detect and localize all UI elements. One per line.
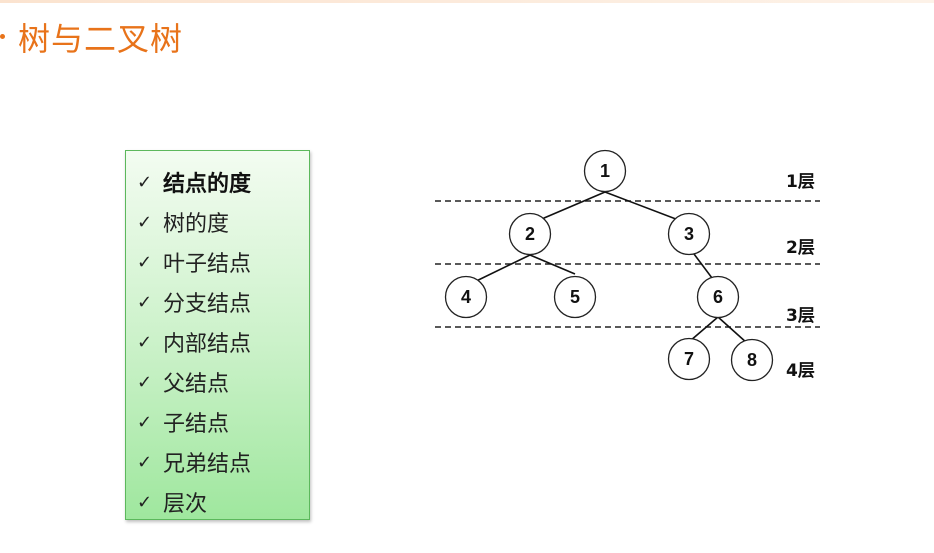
term-label: 父结点 (163, 372, 230, 397)
term-item: ✓ 叶子结点 (126, 242, 309, 282)
term-item: ✓ 内部结点 (126, 322, 309, 362)
checkmark-icon: ✓ (137, 291, 153, 313)
node-label: 8 (747, 350, 757, 370)
top-accent-line (0, 0, 934, 3)
tree-node: 4 (444, 275, 488, 319)
tree-node: 6 (696, 275, 740, 319)
term-item: ✓ 父结点 (126, 362, 309, 402)
node-label: 4 (461, 287, 471, 307)
term-label: 内部结点 (163, 332, 252, 357)
title-bullet-icon (0, 34, 5, 39)
slide-title: 树与二叉树 (18, 20, 184, 58)
level-label: 4层 (786, 361, 815, 381)
checkmark-icon: ✓ (137, 371, 153, 393)
tree-edge (693, 253, 713, 279)
level-label: 3层 (786, 306, 815, 326)
checkmark-icon: ✓ (137, 251, 153, 273)
checkmark-icon: ✓ (137, 211, 153, 233)
node-label: 7 (684, 349, 694, 369)
level-label: 2层 (786, 238, 815, 258)
term-item: ✓ 结点的度 (126, 162, 309, 202)
term-label: 结点的度 (163, 172, 252, 197)
tree-node: 7 (667, 337, 711, 381)
term-label: 树的度 (163, 212, 230, 237)
checkmark-icon: ✓ (137, 331, 153, 353)
tree-edge (689, 316, 719, 342)
term-item: ✓ 层次 (126, 482, 309, 522)
tree-node: 5 (553, 275, 597, 319)
node-label: 1 (600, 161, 610, 181)
term-item: ✓ 子结点 (126, 402, 309, 442)
node-label: 3 (684, 224, 694, 244)
checkmark-icon: ✓ (137, 491, 153, 513)
term-item: ✓ 兄弟结点 (126, 442, 309, 482)
checkmark-icon: ✓ (137, 411, 153, 433)
term-item: ✓ 分支结点 (126, 282, 309, 322)
tree-diagram: 1 2 3 4 5 6 7 8 1层 2层 3层 4层 (435, 149, 820, 382)
term-label: 叶子结点 (163, 252, 252, 277)
term-label: 兄弟结点 (163, 452, 252, 477)
term-label: 子结点 (163, 412, 230, 437)
tree-node: 8 (730, 338, 774, 382)
checkmark-icon: ✓ (137, 451, 153, 473)
tree-edge (717, 316, 748, 344)
tree-node: 2 (508, 212, 552, 256)
tree-edge (529, 254, 576, 275)
node-label: 6 (713, 287, 723, 307)
checkmark-icon: ✓ (137, 171, 153, 193)
node-label: 5 (570, 287, 580, 307)
node-label: 2 (525, 224, 535, 244)
term-label: 分支结点 (163, 292, 252, 317)
level-label: 1层 (786, 172, 815, 192)
term-list-box: ✓ 结点的度 ✓ 树的度 ✓ 叶子结点 ✓ 分支结点 ✓ 内部结点 ✓ 父结点 … (125, 150, 310, 520)
term-label: 层次 (163, 492, 208, 517)
tree-node: 1 (583, 149, 627, 193)
term-item: ✓ 树的度 (126, 202, 309, 242)
tree-node: 3 (667, 212, 711, 256)
